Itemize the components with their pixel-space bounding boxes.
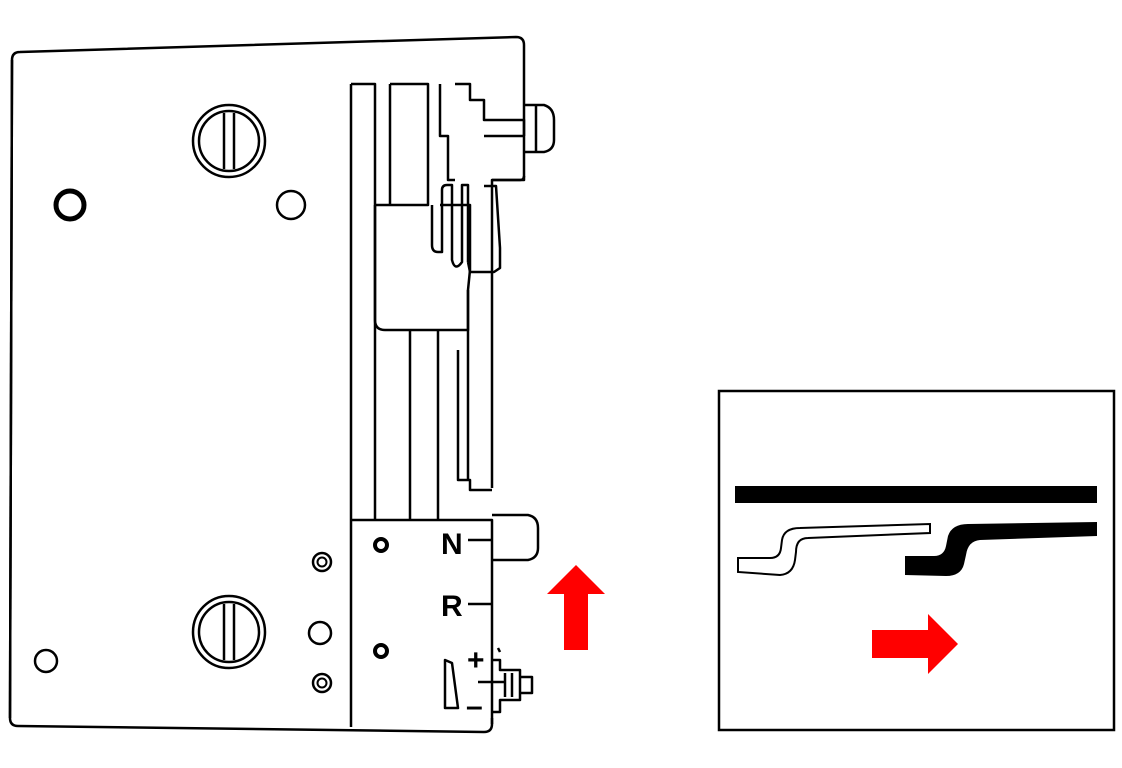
selector-dots [373, 537, 389, 659]
rivet [316, 556, 328, 568]
lever-after [905, 522, 1097, 576]
hole [275, 189, 307, 221]
inset-panel [717, 389, 1116, 732]
knob [524, 103, 556, 154]
hole [307, 620, 333, 646]
upper-block [438, 82, 526, 182]
label-plus: + [467, 644, 485, 677]
spring-fingers [430, 183, 470, 268]
adjuster [492, 658, 522, 714]
indicator-wedge [443, 658, 460, 710]
label-n: N [441, 528, 463, 561]
hole [33, 648, 59, 674]
slider-body [373, 82, 472, 520]
label-minus: – [466, 690, 483, 723]
screw-top [191, 103, 267, 179]
selector-box [351, 513, 540, 724]
latch [466, 184, 502, 274]
left-rail [349, 82, 377, 727]
plate-holes [33, 188, 333, 694]
rivet [316, 677, 328, 689]
hole-large [53, 188, 87, 222]
screw-bottom [191, 594, 267, 670]
right-arrow-icon [872, 614, 958, 674]
selector-ticks [468, 538, 506, 684]
rivet [311, 672, 333, 694]
label-r: R [441, 590, 463, 623]
plate-left-edge [8, 59, 14, 719]
selector-knob [492, 513, 540, 562]
lever-before [737, 522, 931, 577]
slide-mechanism [349, 82, 556, 727]
right-rail [456, 350, 492, 492]
rivet [311, 551, 333, 573]
up-arrow-icon [547, 565, 605, 650]
inset-bar [735, 486, 1097, 503]
